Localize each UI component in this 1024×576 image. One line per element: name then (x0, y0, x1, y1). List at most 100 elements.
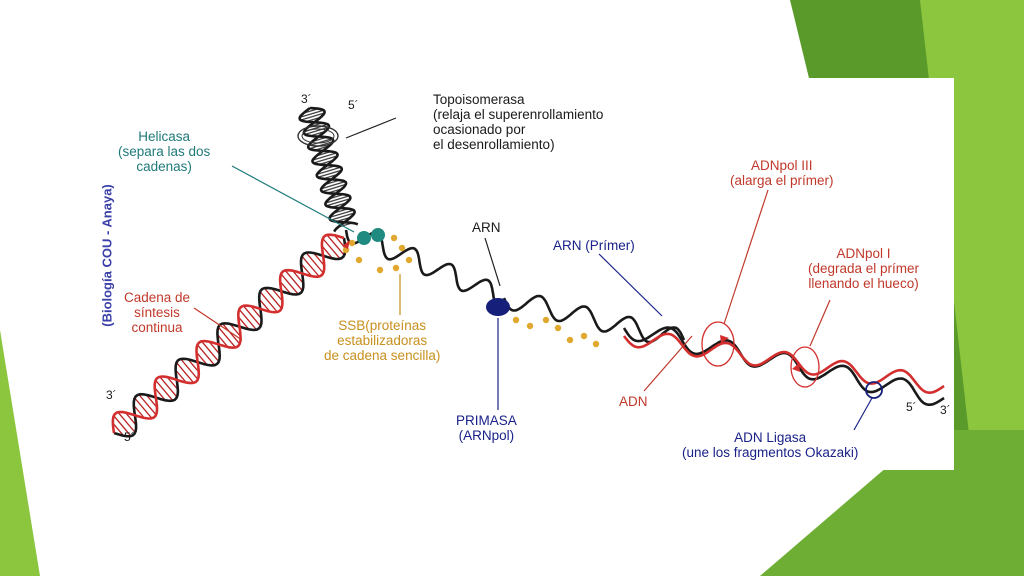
leading-helix-rung (238, 308, 257, 331)
leading-helix-rung (155, 379, 174, 402)
leader-cadena-continua (193, 307, 243, 341)
topoisomerase-ring-inner (301, 128, 335, 144)
parental-helix-top-rung (330, 212, 355, 221)
ssb-protein-dot (405, 256, 413, 264)
leading-helix-rung (134, 397, 153, 419)
leader-adnpol-iii (723, 189, 769, 325)
leading-helix-rung (229, 323, 242, 337)
leading-helix-rung (117, 411, 136, 433)
leading-helix-rung (201, 340, 220, 363)
leader-topoisomerasa (345, 117, 397, 139)
leader-adnpol-i (809, 299, 831, 347)
ssb-protein-dot (376, 266, 384, 274)
leading-helix-rung (258, 298, 271, 313)
leading-helix-rung (321, 245, 334, 259)
leading-helix-rung (217, 326, 236, 348)
label-ssb: SSB(proteínas estabilizadoras de cadena … (324, 318, 441, 363)
label-adnpol-i: ADNpol I (degrada el prímer llenando el … (808, 246, 920, 291)
ssb-protein-dot (392, 264, 400, 272)
ssb-protein-dot (512, 316, 520, 324)
ssb-protein-dot (526, 322, 534, 330)
lagging-strand-mid (502, 294, 686, 344)
label-arn: ARN (472, 220, 501, 235)
leading-helix-rung (175, 369, 187, 383)
leading-helix-rung (259, 291, 278, 313)
parental-helix-top-rung (300, 112, 325, 121)
source-credit: (Biología COU - Anaya) (99, 184, 115, 327)
leading-helix-rung (271, 288, 283, 302)
green-stripe-bottom (760, 430, 1024, 576)
leading-helix-strand-b (111, 233, 345, 434)
topoisomerase-ring (297, 125, 339, 147)
parental-helix-top-rung (313, 155, 338, 164)
leading-helix-rung (196, 344, 216, 366)
helicase-dot (357, 231, 371, 245)
parental-helix-top-rung (309, 140, 334, 150)
end-label-left-3: 3´ (106, 388, 117, 402)
leader-arn-primer (598, 253, 663, 317)
parental-helix-top-rung (304, 126, 329, 136)
leading-helix-rung (180, 358, 199, 380)
ssb-protein-dot (390, 234, 398, 242)
leading-helix-rung (113, 415, 132, 437)
dna-pol-i-enzyme (790, 346, 820, 388)
label-arn-primer: ARN (Prímer) (553, 238, 635, 253)
parental-helix-top-rung (299, 109, 324, 118)
leading-helix-rung (154, 387, 166, 401)
leading-helix-rung (280, 273, 299, 295)
dna-pol-iii-enzyme (701, 321, 735, 367)
leading-helix-rung (159, 376, 178, 398)
label-adnpol-iii: ADNpol III (alarga el prímer) (730, 158, 834, 188)
ssb-protein-dot (554, 324, 562, 332)
ssb-protein-dot (566, 336, 574, 344)
parental-helix-top-rung (321, 180, 346, 190)
leading-helix-rung (313, 252, 325, 266)
diagram-panel: (Biología COU - Anaya) Topoisomerasa (re… (84, 78, 954, 470)
label-adn: ADN (619, 394, 648, 409)
dna-replication-diagram (111, 106, 945, 438)
parental-helix-top-rung (308, 138, 333, 147)
parental-helix-top-rung (312, 152, 337, 161)
parental-helix-top-rung (326, 198, 351, 207)
parental-helix-top-rung (329, 209, 354, 218)
ligase-ring (865, 381, 883, 399)
label-topoisomerasa: Topoisomerasa (relaja el superenrollamie… (433, 92, 604, 152)
leading-helix-rung (250, 305, 262, 320)
leading-helix-rung (222, 323, 241, 345)
leading-helix-rung (124, 412, 137, 426)
pol-i-arrowhead (792, 363, 800, 372)
helicase-dot (371, 228, 385, 242)
primase-enzyme (486, 298, 510, 316)
leading-helix-rung (208, 341, 221, 355)
ssb-protein-dot (398, 244, 406, 252)
ssb-protein-dot (542, 316, 550, 324)
leading-helix-rung (284, 269, 303, 292)
leading-helix-rung (133, 405, 145, 419)
leading-helix-rung (187, 358, 200, 373)
leading-helix-rung (326, 234, 345, 256)
pol-iii-arrowhead (720, 335, 729, 343)
leader-helicasa (231, 165, 355, 233)
leading-helix-rung (237, 316, 250, 330)
leading-helix-rung (292, 270, 304, 284)
end-label-right-5: 5´ (906, 400, 917, 414)
parental-helix-top-rung (325, 195, 350, 204)
label-cadena-continua: Cadena de síntesis continua (124, 290, 191, 335)
leading-helix-rung (279, 280, 292, 295)
leading-helix-rung (112, 422, 124, 437)
leading-helix-rung (322, 238, 341, 260)
leading-helix-rung (263, 287, 282, 309)
leading-helix-rung (301, 255, 320, 277)
end-label-top-3: 3´ (301, 92, 312, 106)
ssb-protein-dot (348, 239, 356, 247)
leader-arn (484, 237, 501, 287)
parental-helix-top-rung (316, 166, 341, 176)
leading-helix-rung (145, 394, 158, 408)
leading-helix-rung (300, 263, 313, 277)
leader-adn-ligasa (853, 397, 873, 431)
leading-helix-rung (242, 305, 262, 327)
ssb-protein-dot (355, 256, 363, 264)
okazaki-fragments (622, 332, 945, 395)
ssb-protein-dot (592, 340, 600, 348)
ssb-protein-dot (580, 332, 588, 340)
